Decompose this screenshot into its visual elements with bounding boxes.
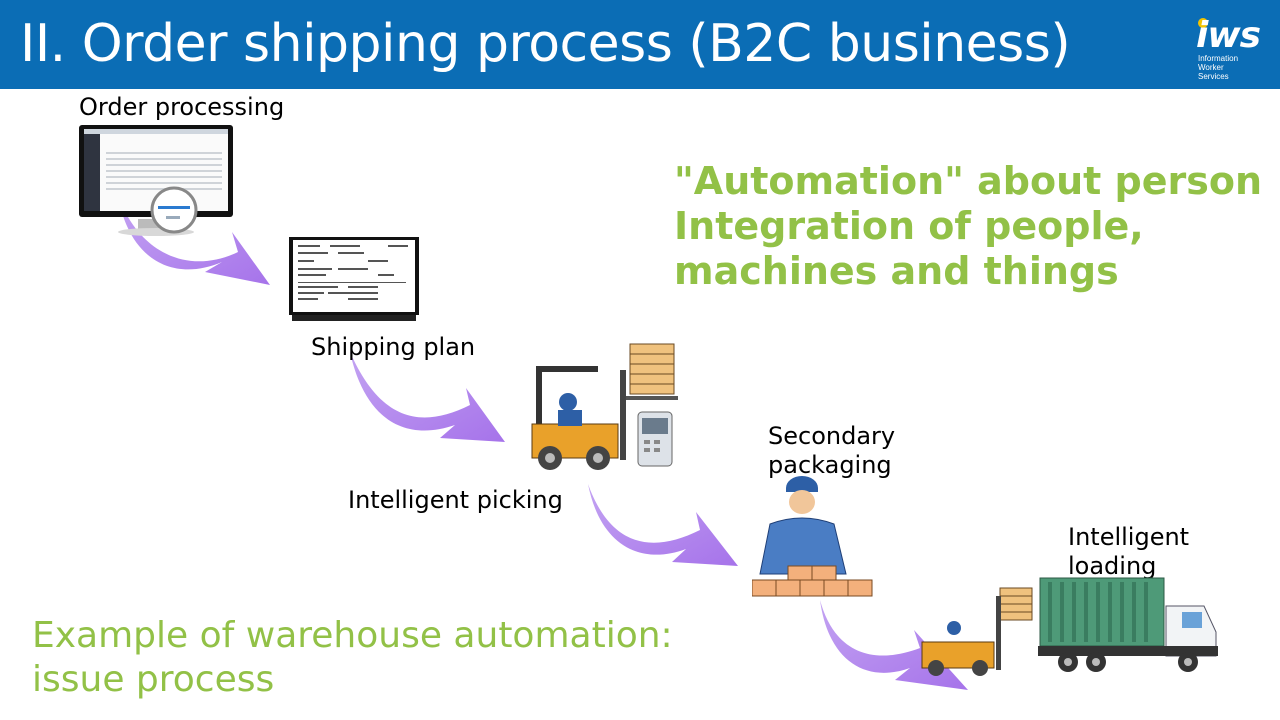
label-secondary-packaging-2: packaging: [768, 451, 892, 479]
label-intelligent-loading-2: loading: [1068, 552, 1157, 580]
forklift-truck-loading-icon: [921, 577, 1218, 676]
arrow-picking-to-packaging: [588, 484, 738, 566]
logo-subtitle-line2: Worker: [1198, 63, 1224, 72]
label-intelligent-picking: Intelligent picking: [348, 486, 563, 514]
headline-line3: machines and things: [674, 249, 1119, 293]
forklift-picking-icon: [531, 343, 678, 470]
logo-subtitle-line3: Services: [1198, 72, 1229, 81]
label-secondary-packaging-1: Secondary: [768, 422, 896, 450]
label-intelligent-loading-1: Intelligent: [1068, 523, 1190, 551]
iws-logo: iws Information Worker Services: [1194, 15, 1261, 82]
headline-line1: "Automation" about person: [674, 159, 1263, 203]
logo-mark: iws: [1196, 15, 1261, 56]
arrow-plan-to-picking: [350, 352, 505, 442]
label-shipping-plan: Shipping plan: [311, 333, 476, 361]
logo-subtitle: Information Worker Services: [1198, 54, 1238, 81]
label-order-processing: Order processing: [79, 93, 285, 121]
headline-line2: Integration of people,: [674, 204, 1144, 248]
worker-packaging-icon: [752, 476, 873, 597]
footer-line1: Example of warehouse automation:: [32, 615, 673, 656]
monitor-order-screen-icon: [79, 125, 233, 236]
title-bar: II. Order shipping process (B2C business…: [0, 0, 1280, 89]
logo-subtitle-line1: Information: [1198, 54, 1239, 63]
logo-dot-icon: [1198, 18, 1208, 28]
shipping-plan-document-icon: [289, 237, 419, 321]
arrow-order-to-plan: [118, 196, 270, 285]
slide-title: II. Order shipping process (B2C business…: [20, 14, 1071, 74]
footer-line2: issue process: [32, 659, 275, 700]
